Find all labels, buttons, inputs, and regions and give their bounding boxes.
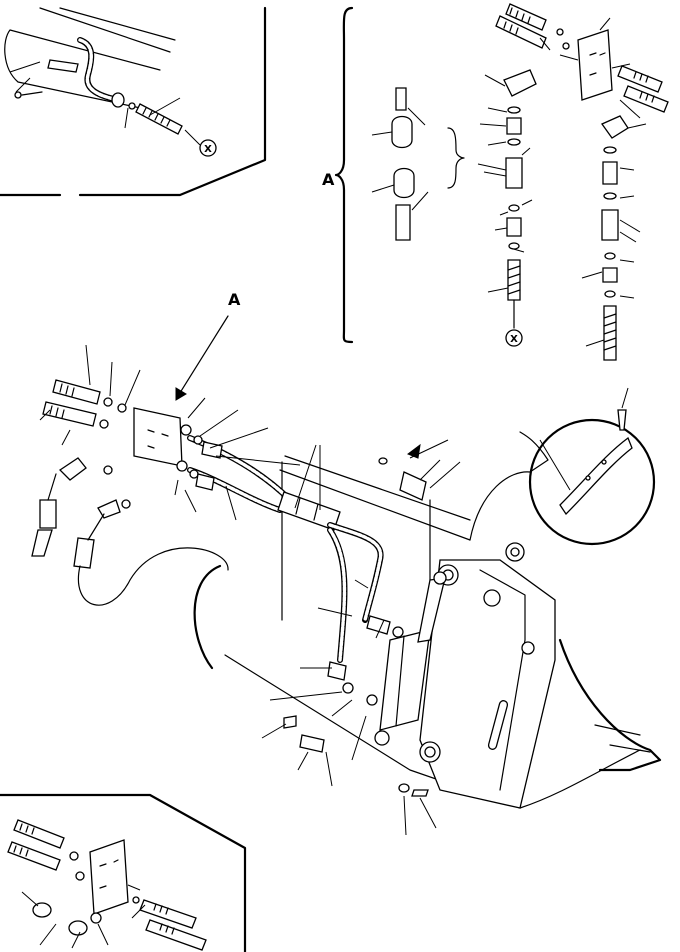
- connector-x-label: X: [204, 144, 212, 155]
- elbow-right: [601, 115, 629, 139]
- small-brace: [447, 127, 465, 189]
- clamp: [47, 59, 79, 73]
- inset-border-top-left: [0, 6, 267, 197]
- dust-cap-1: [32, 902, 52, 918]
- hose-end-left: [507, 259, 521, 301]
- manifold-inset: [89, 839, 129, 915]
- boom-edge: [39, 7, 176, 53]
- detail-a: A X: [322, 3, 669, 361]
- detail-a-title: A: [322, 170, 335, 189]
- main-manifold: [133, 407, 183, 467]
- cap: [391, 115, 413, 149]
- detail-ref-label: A: [228, 290, 241, 309]
- plug: [395, 87, 407, 111]
- connector-x-detail: [505, 329, 523, 347]
- cutting-edge-strip: [559, 436, 633, 516]
- elbow-left: [503, 69, 537, 97]
- inset-top-left: X: [0, 6, 267, 197]
- boom-tube: [4, 29, 161, 111]
- detail-ref-arrow: [177, 315, 229, 397]
- lower-bushing: [299, 734, 325, 753]
- adapter-left: [505, 157, 523, 189]
- edge-detail-circle: [528, 418, 656, 546]
- bolt: [14, 91, 22, 99]
- adapter-right: [601, 209, 619, 241]
- coupler: [135, 103, 183, 135]
- connector-x-top-left: [199, 139, 217, 157]
- connector-x-label-detail: X: [510, 334, 518, 345]
- manifold-block: [577, 29, 613, 101]
- hose-curve-left: [77, 547, 229, 606]
- inset-border-bottom-left: [0, 793, 247, 952]
- pin-bushing: [399, 471, 427, 501]
- bucket-back-curve: [469, 431, 549, 541]
- bucket-top-edge: [279, 455, 471, 541]
- main-assembly: A: [31, 290, 662, 836]
- bucket-side-left: [193, 564, 222, 670]
- edge-bolt: [617, 409, 627, 431]
- elbow-fitting: [111, 92, 125, 108]
- quick-coupler-2: [495, 15, 547, 49]
- coupler-body: [395, 204, 411, 241]
- hose-clamp-block: [277, 491, 341, 531]
- quick-coupler-1: [505, 3, 547, 31]
- dust-cap-2: [68, 920, 88, 936]
- bucket-cutting-edge: [558, 638, 662, 772]
- slot: [487, 700, 509, 750]
- inset-bottom-left: [0, 793, 247, 952]
- detail-a-brace: [334, 6, 354, 344]
- hydraulic-cylinder: [379, 629, 431, 731]
- elbow-fitting-left: [58, 457, 87, 481]
